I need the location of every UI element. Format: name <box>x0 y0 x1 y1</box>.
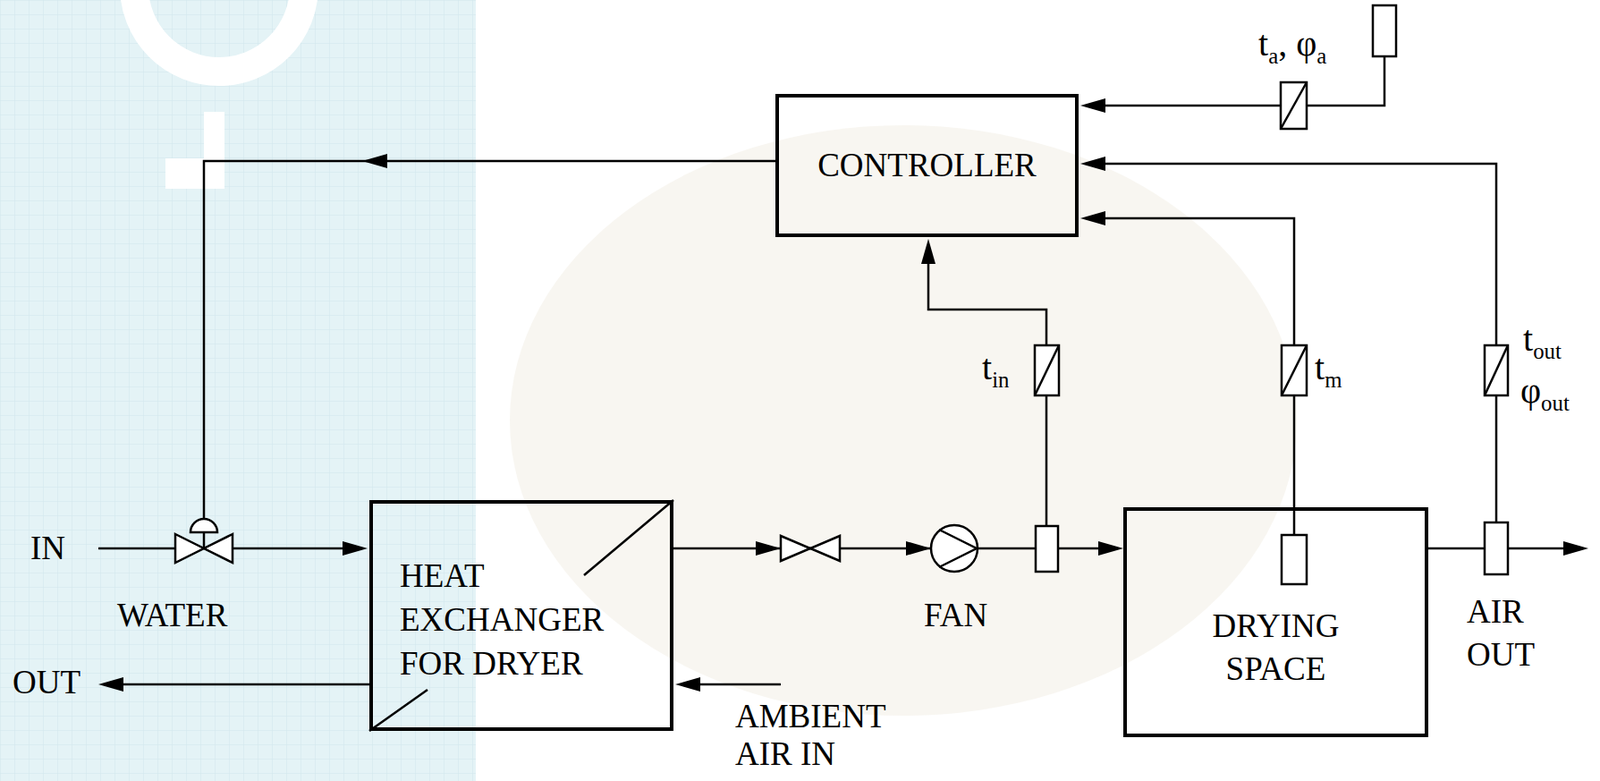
arrowhead <box>675 677 701 692</box>
control-valve <box>203 533 233 563</box>
subscript: m <box>1324 367 1342 392</box>
transducer <box>1034 345 1059 396</box>
arrowhead <box>1080 211 1106 226</box>
arrowhead <box>905 541 932 556</box>
valve-stem <box>203 532 206 549</box>
subscript: out <box>1540 390 1570 415</box>
pipe-label: WATER <box>117 596 228 635</box>
arrowhead <box>362 153 388 169</box>
subscript: in <box>991 367 1009 392</box>
pipe-label: IN <box>30 529 66 568</box>
sensor-wire <box>1045 395 1049 526</box>
exchanger-diagonal <box>584 499 674 576</box>
temperature-sensor <box>1035 525 1059 572</box>
ambient-sensor <box>1372 5 1397 57</box>
transducer <box>1034 345 1059 396</box>
logo-block <box>165 158 225 189</box>
arrowhead <box>1098 541 1124 556</box>
sensor-label: tm <box>1314 347 1342 389</box>
transducer <box>1281 345 1307 396</box>
control-signal-wire <box>203 160 776 519</box>
sensor-label: tin <box>982 347 1009 389</box>
subscript: out <box>1532 338 1562 364</box>
arrowhead <box>1563 541 1589 556</box>
sensor-label: tout <box>1523 318 1562 360</box>
logo-block <box>203 111 225 164</box>
exchanger-diagonal <box>369 689 428 731</box>
sensor-label: φout <box>1520 370 1570 412</box>
building-watermark <box>509 125 1297 716</box>
drying-space-box: DRYING SPACE <box>1123 507 1429 737</box>
sensor-wire <box>1101 218 1295 346</box>
sensor-wire <box>1101 104 1281 108</box>
heat-exchanger-box: HEAT EXCHANGER FOR DRYER <box>369 499 674 731</box>
air-valve <box>780 535 811 561</box>
box-label: CONTROLLER <box>817 145 1037 186</box>
transducer <box>1280 82 1307 129</box>
subscript: a <box>1316 43 1327 68</box>
transducer <box>1484 345 1508 396</box>
arrowhead <box>98 677 124 692</box>
arrowhead <box>921 238 936 264</box>
water-return-pipe <box>120 683 370 686</box>
duct-label: AIR OUT <box>1466 590 1557 677</box>
water-pipe <box>232 547 349 551</box>
valve-actuator <box>190 518 218 533</box>
sensor-wire <box>1293 395 1296 535</box>
arrowhead <box>1080 98 1106 113</box>
arrowhead <box>1080 156 1106 171</box>
box-label: DRYING SPACE <box>1168 604 1384 691</box>
arrowhead <box>342 541 368 556</box>
duct-label: AMBIENT AIR IN <box>735 697 915 773</box>
logo-ring <box>134 0 305 72</box>
pipe-label: OUT <box>12 663 81 703</box>
sensor-wire <box>1495 395 1499 523</box>
air-valve <box>810 535 840 561</box>
transducer <box>1280 82 1307 129</box>
temperature-sensor <box>1281 534 1307 585</box>
component-label: FAN <box>923 596 988 635</box>
ambient-air-duct <box>697 683 781 686</box>
arrowhead <box>755 541 781 556</box>
controller-box: CONTROLLER <box>775 93 1079 238</box>
humidity-sensor <box>1484 522 1508 575</box>
control-valve <box>175 533 204 563</box>
sensor-label: ta, φa <box>1258 23 1327 65</box>
fan-symbol <box>931 524 978 572</box>
sensor-wire <box>1101 163 1497 346</box>
box-label: HEAT EXCHANGER FOR DRYER <box>399 553 651 686</box>
transducer <box>1281 345 1307 396</box>
subscript: a <box>1268 43 1279 68</box>
fan-symbol <box>939 529 977 568</box>
sensor-wire <box>928 261 1047 346</box>
transducer <box>1484 345 1508 396</box>
water-pipe <box>98 547 176 551</box>
